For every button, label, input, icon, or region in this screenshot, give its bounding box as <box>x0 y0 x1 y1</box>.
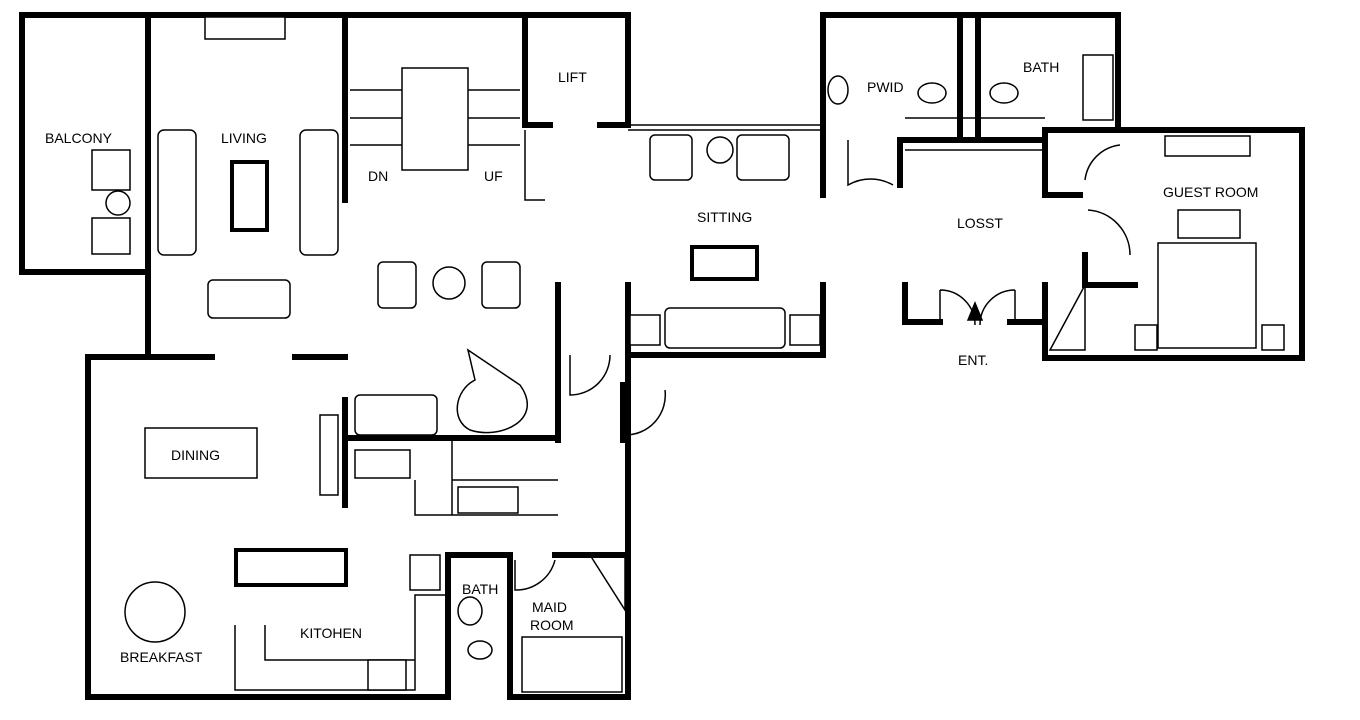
balcony-table <box>105 190 131 216</box>
stair <box>1048 284 1086 351</box>
toilet <box>989 82 1019 104</box>
balcony-chair <box>91 217 131 255</box>
sink <box>354 449 411 479</box>
label-sitting: SITTING <box>697 209 752 225</box>
side-table <box>706 136 734 164</box>
label-lift: LIFT <box>558 69 587 85</box>
coffee-table <box>230 160 269 232</box>
label-breakfast: BREAKFAST <box>120 649 203 665</box>
door <box>847 140 894 187</box>
armchair <box>377 261 417 309</box>
basin <box>457 596 483 626</box>
armchair <box>736 134 790 181</box>
label-pwd: PWID <box>867 79 904 95</box>
basin <box>827 75 849 105</box>
staircase <box>350 67 520 171</box>
walls <box>19 12 1305 700</box>
oven <box>457 486 519 514</box>
end-table <box>629 314 661 346</box>
label-stair-up: UF <box>484 168 503 184</box>
sofa <box>664 307 786 349</box>
sofa <box>354 394 438 436</box>
entrance-door <box>939 289 1016 326</box>
end-table <box>789 314 821 346</box>
breakfast-table <box>124 581 186 643</box>
label-balcony: BALCONY <box>45 130 113 146</box>
label-kitchen: KITOHEN <box>300 625 362 641</box>
label-living: LIVING <box>221 130 267 146</box>
stove <box>367 659 407 691</box>
label-guest-room: GUEST ROOM <box>1163 184 1258 200</box>
room-labels: BALCONY LIVING DN UF LIFT SITTING PWID B… <box>45 59 1258 665</box>
nightstand <box>1261 324 1285 351</box>
balcony-chair <box>91 149 131 191</box>
kitchen-counter <box>234 594 445 691</box>
doors <box>514 140 1131 591</box>
label-bath: BATH <box>1023 59 1059 75</box>
label-dining: DINING <box>171 447 220 463</box>
stair <box>588 554 626 613</box>
furniture <box>91 16 1285 693</box>
piano <box>456 348 528 434</box>
side-table <box>432 266 466 300</box>
door <box>1087 209 1131 256</box>
armchair <box>649 134 693 181</box>
label-stair-down: DN <box>368 168 388 184</box>
kitchen-island <box>234 548 348 587</box>
label-maid-room-2: ROOM <box>530 617 574 633</box>
dining-table <box>144 427 258 479</box>
sofa <box>207 279 291 319</box>
toilet <box>467 640 493 660</box>
console <box>319 414 339 496</box>
fridge <box>409 554 441 591</box>
armchair <box>481 261 521 309</box>
label-maid-bath: BATH <box>462 581 498 597</box>
fireplace <box>204 16 286 40</box>
label-entrance: ENT. <box>958 352 988 368</box>
toilet <box>917 82 947 104</box>
sofa <box>299 129 339 256</box>
bench <box>1177 209 1241 239</box>
nightstand <box>1134 324 1158 351</box>
door <box>624 389 667 436</box>
label-lobby: LOSST <box>957 215 1003 231</box>
tv-unit <box>1164 135 1251 157</box>
coffee-table <box>690 245 759 281</box>
sofa <box>157 129 197 256</box>
door <box>569 354 611 396</box>
door <box>514 559 556 591</box>
label-maid-room-1: MAID <box>532 599 567 615</box>
bed <box>1157 242 1257 349</box>
maid-bed <box>521 636 623 693</box>
vanity <box>1082 54 1114 121</box>
door <box>1084 144 1121 181</box>
